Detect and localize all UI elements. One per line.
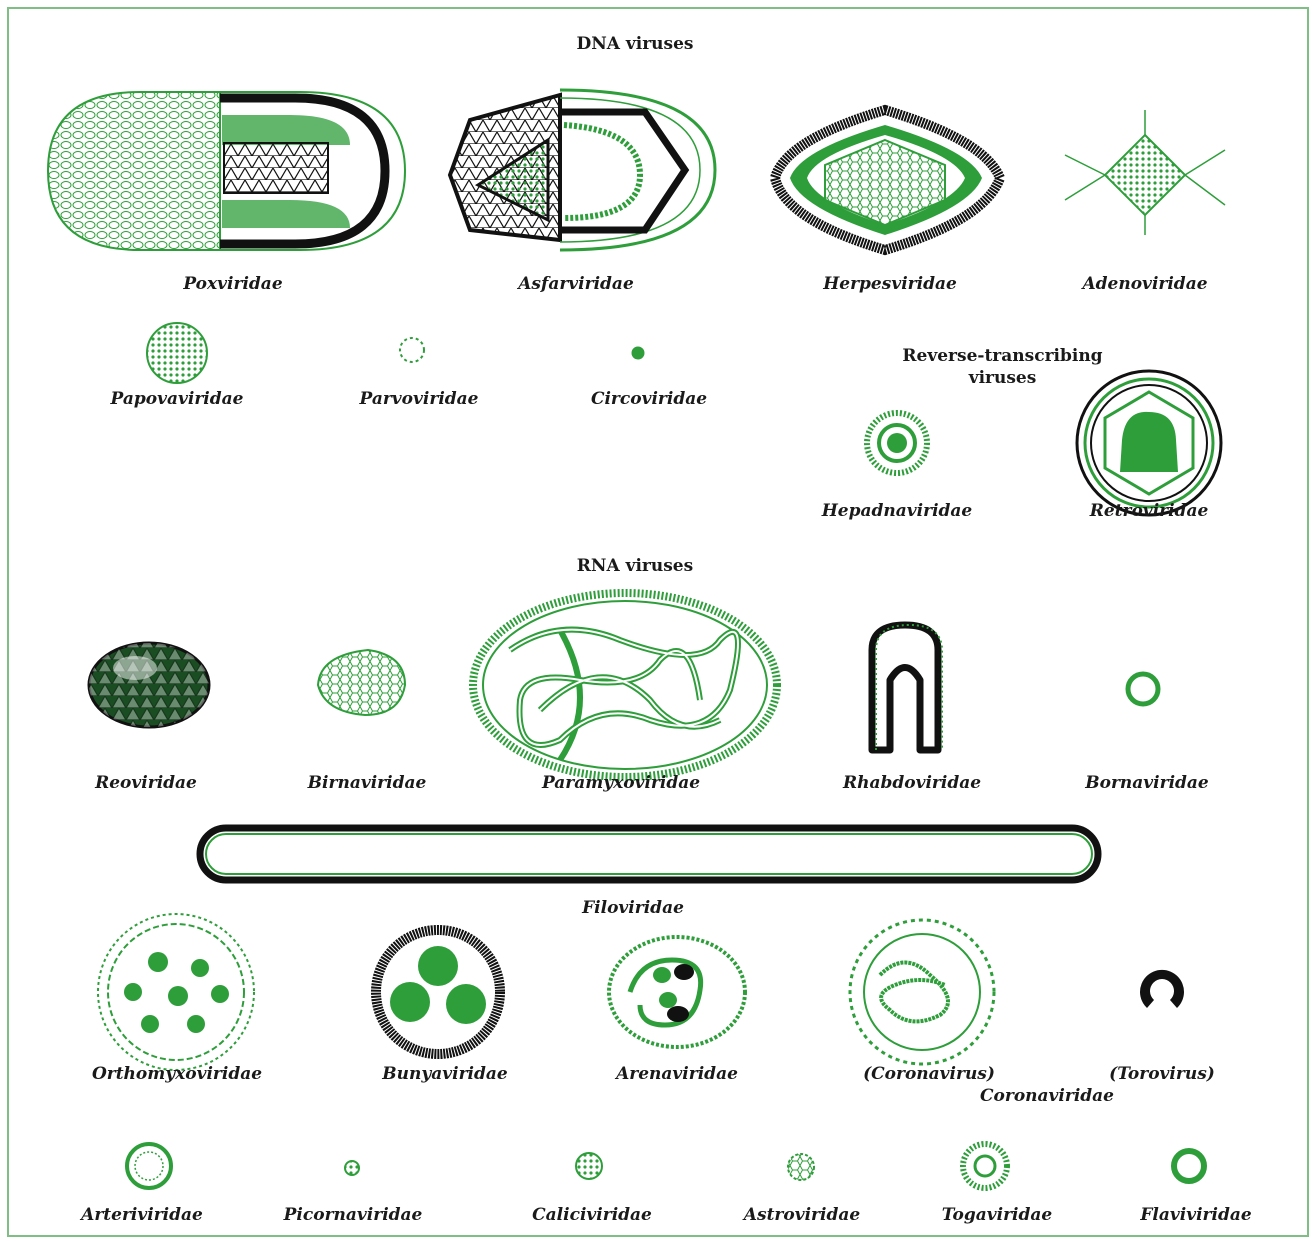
reoviridae-label: Reoviridae bbox=[95, 773, 197, 793]
picornaviridae-illustration bbox=[345, 1161, 359, 1175]
arenaviridae-label: Arenaviridae bbox=[616, 1064, 738, 1084]
reverse-transcribing-heading-line1: Reverse-transcribing bbox=[860, 346, 1145, 366]
orthomyxoviridae-illustration bbox=[98, 914, 254, 1070]
reoviridae-illustration bbox=[89, 643, 209, 727]
retroviridae-illustration bbox=[1077, 371, 1221, 515]
rna-viruses-heading: RNA viruses bbox=[540, 556, 730, 576]
torovirus-label: (Torovirus) bbox=[1109, 1064, 1215, 1084]
caliciviridae-illustration bbox=[576, 1153, 602, 1179]
arteriviridae-illustration bbox=[127, 1144, 171, 1188]
parvoviridae-label: Parvoviridae bbox=[360, 389, 479, 409]
hepadnaviridae-illustration bbox=[867, 413, 927, 473]
poxviridae-label: Poxviridae bbox=[183, 274, 282, 294]
dna-viruses-heading: DNA viruses bbox=[540, 34, 730, 54]
adenoviridae-illustration bbox=[1065, 110, 1225, 235]
rhabdoviridae-illustration bbox=[872, 625, 942, 750]
asfarviridae-label: Asfarviridae bbox=[518, 274, 634, 294]
coronavirus-label: (Coronavirus) bbox=[863, 1064, 995, 1084]
paramyxoviridae-label: Paramyxoviridae bbox=[542, 773, 700, 793]
coronavirus-illustration bbox=[850, 920, 994, 1064]
poxviridae-illustration bbox=[48, 92, 405, 250]
circoviridae-label: Circoviridae bbox=[591, 389, 707, 409]
orthomyxoviridae-label: Orthomyxoviridae bbox=[92, 1064, 262, 1084]
togaviridae-illustration bbox=[963, 1144, 1007, 1188]
reverse-transcribing-heading-line2: viruses bbox=[860, 368, 1145, 388]
retroviridae-label: Retroviridae bbox=[1090, 501, 1209, 521]
arenaviridae-illustration bbox=[609, 937, 745, 1047]
bunyaviridae-illustration bbox=[376, 930, 500, 1054]
herpesviridae-label: Herpesviridae bbox=[823, 274, 957, 294]
filoviridae-label: Filoviridae bbox=[582, 898, 684, 918]
astroviridae-illustration bbox=[788, 1154, 814, 1180]
asfarviridae-illustration bbox=[450, 90, 715, 250]
parvoviridae-illustration bbox=[400, 338, 424, 362]
bornaviridae-illustration bbox=[1128, 674, 1158, 704]
papovaviridae-label: Papovaviridae bbox=[111, 389, 244, 409]
herpesviridae-illustration bbox=[775, 110, 1000, 250]
adenoviridae-label: Adenoviridae bbox=[1082, 274, 1207, 294]
togaviridae-label: Togaviridae bbox=[942, 1205, 1052, 1225]
astroviridae-label: Astroviridae bbox=[744, 1205, 860, 1225]
torovirus-illustration bbox=[1140, 970, 1184, 1008]
caliciviridae-label: Caliciviridae bbox=[532, 1205, 652, 1225]
filoviridae-illustration bbox=[200, 828, 1098, 880]
coronaviridae-label: Coronaviridae bbox=[980, 1086, 1114, 1106]
birnaviridae-label: Birnaviridae bbox=[308, 773, 427, 793]
paramyxoviridae-illustration bbox=[473, 593, 777, 777]
birnaviridae-illustration bbox=[318, 650, 405, 715]
rhabdoviridae-label: Rhabdoviridae bbox=[843, 773, 981, 793]
picornaviridae-label: Picornaviridae bbox=[284, 1205, 423, 1225]
flaviviridae-label: Flaviviridae bbox=[1140, 1205, 1251, 1225]
papovaviridae-illustration bbox=[147, 323, 207, 383]
flaviviridae-illustration bbox=[1174, 1151, 1204, 1181]
hepadnaviridae-label: Hepadnaviridae bbox=[822, 501, 973, 521]
bornaviridae-label: Bornaviridae bbox=[1085, 773, 1209, 793]
circoviridae-illustration bbox=[632, 347, 644, 359]
bunyaviridae-label: Bunyaviridae bbox=[382, 1064, 507, 1084]
arteriviridae-label: Arteriviridae bbox=[81, 1205, 203, 1225]
